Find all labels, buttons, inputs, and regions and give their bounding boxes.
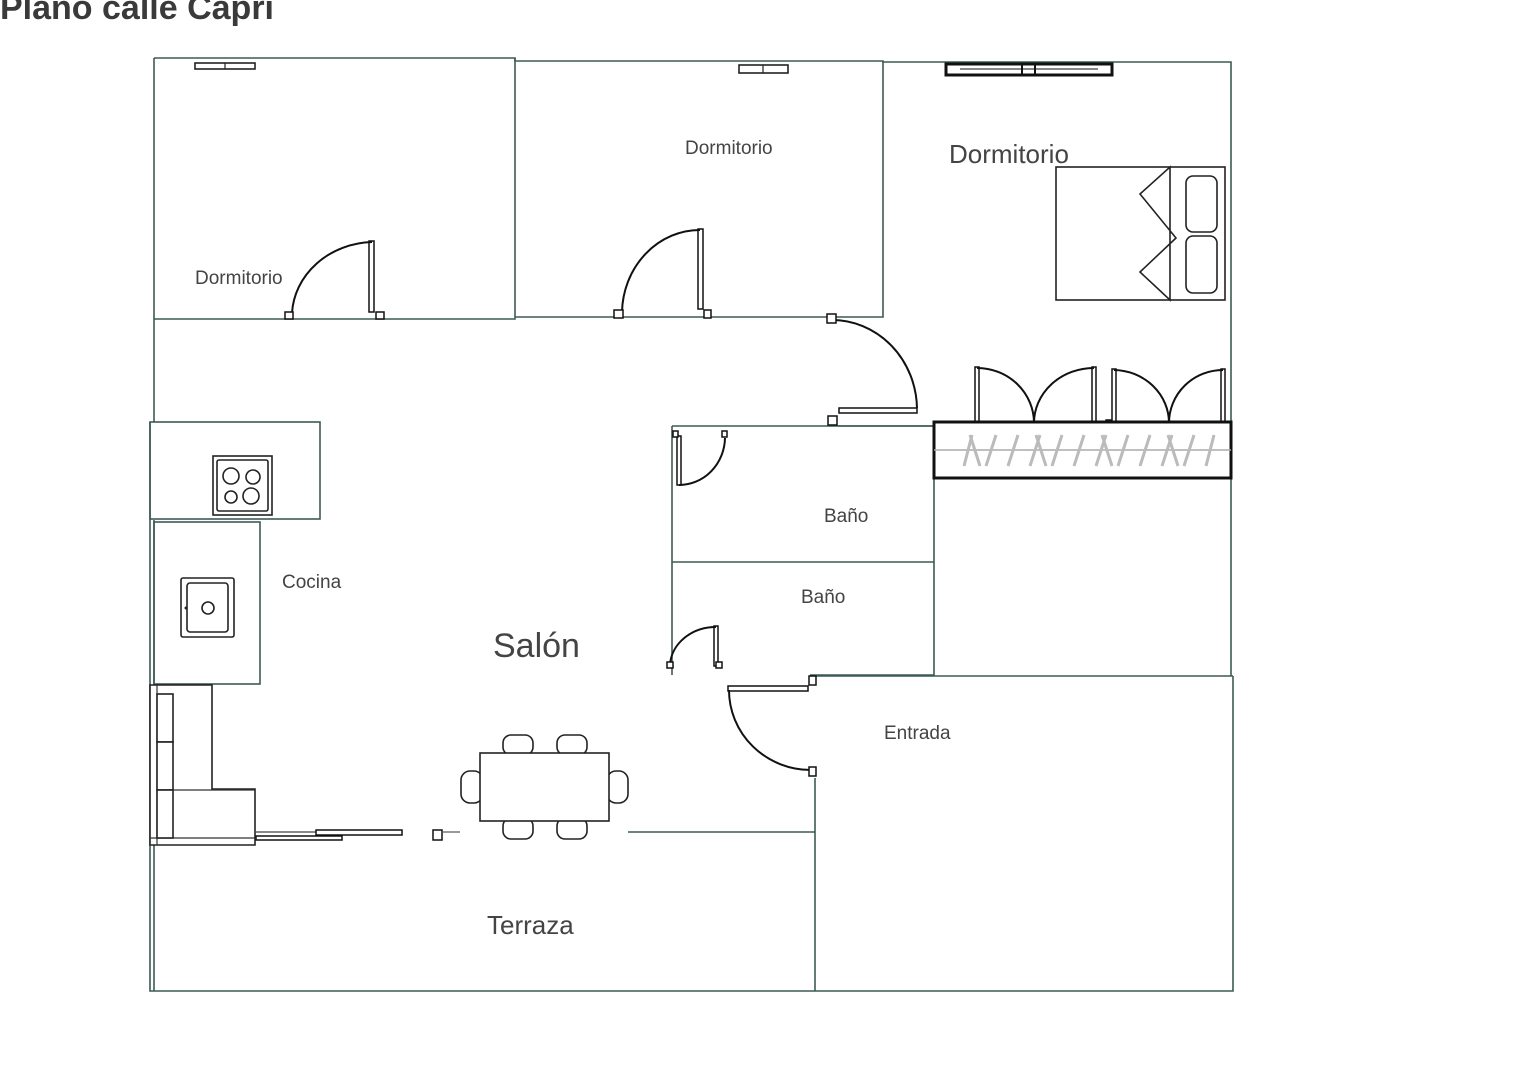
plan-title: Plano calle Capri <box>0 0 274 27</box>
corner-sofa-icon <box>149 684 256 846</box>
door-terraza-sliding <box>255 829 460 841</box>
label-dormitorio-1: Dormitorio <box>195 268 283 289</box>
door-dormitorio-1 <box>284 240 385 320</box>
dining-table-icon <box>460 734 629 840</box>
label-entrada: Entrada <box>884 723 951 744</box>
label-salon: Salón <box>493 627 580 665</box>
wardrobe <box>932 420 1233 480</box>
window-dormitorio-1 <box>194 62 256 70</box>
kitchen-sink-icon <box>180 577 235 638</box>
label-terraza: Terraza <box>487 910 574 940</box>
label-bano-2: Baño <box>801 587 845 608</box>
label-dormitorio-3: Dormitorio <box>949 139 1069 169</box>
cooktop-icon <box>212 455 273 516</box>
label-dormitorio-2: Dormitorio <box>685 138 773 159</box>
doors <box>255 228 1226 841</box>
room-labels: Dormitorio Dormitorio Dormitorio Cocina … <box>195 138 1069 940</box>
wardrobe-doors <box>968 366 1226 429</box>
door-dormitorio-3 <box>826 313 918 426</box>
door-bano-2 <box>666 625 723 669</box>
window-dormitorio-2 <box>738 64 789 74</box>
door-dormitorio-2 <box>613 228 712 319</box>
windows <box>194 62 1114 77</box>
walls <box>149 57 1234 992</box>
double-bed-icon <box>1055 165 1226 302</box>
window-dormitorio-3 <box>944 62 1114 77</box>
door-bano-1 <box>672 430 728 486</box>
label-bano-1: Baño <box>824 506 868 527</box>
door-entrada <box>727 675 817 777</box>
label-cocina: Cocina <box>282 572 342 593</box>
